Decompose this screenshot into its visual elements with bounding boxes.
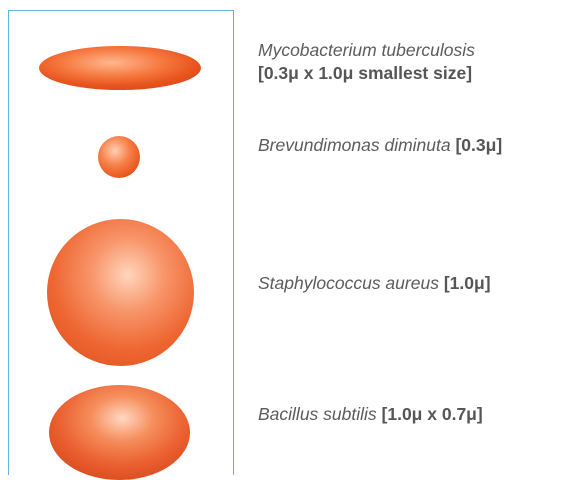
microbe-illustration-panel <box>8 10 234 475</box>
brevundimonas-shape <box>98 136 140 178</box>
organism-name: Bacillus subtilis <box>258 404 377 424</box>
organism-size: [0.3μ] <box>455 135 502 155</box>
organism-size: [0.3μ x 1.0μ smallest size] <box>258 62 475 85</box>
organism-name: Mycobacterium tuberculosis <box>258 39 475 62</box>
label-staphylococcus: Staphylococcus aureus [1.0μ] <box>258 272 491 295</box>
organism-name: Brevundimonas diminuta <box>258 135 451 155</box>
organism-name: Staphylococcus aureus <box>258 273 439 293</box>
label-bacillus: Bacillus subtilis [1.0μ x 0.7μ] <box>258 403 483 426</box>
organism-size: [1.0μ x 0.7μ] <box>382 404 483 424</box>
label-brevundimonas: Brevundimonas diminuta [0.3μ] <box>258 134 502 157</box>
mycobacterium-shape <box>39 46 201 90</box>
label-mycobacterium: Mycobacterium tuberculosis [0.3μ x 1.0μ … <box>258 39 475 85</box>
organism-size: [1.0μ] <box>444 273 491 293</box>
staphylococcus-shape <box>47 219 194 366</box>
bacillus-shape <box>49 385 190 480</box>
